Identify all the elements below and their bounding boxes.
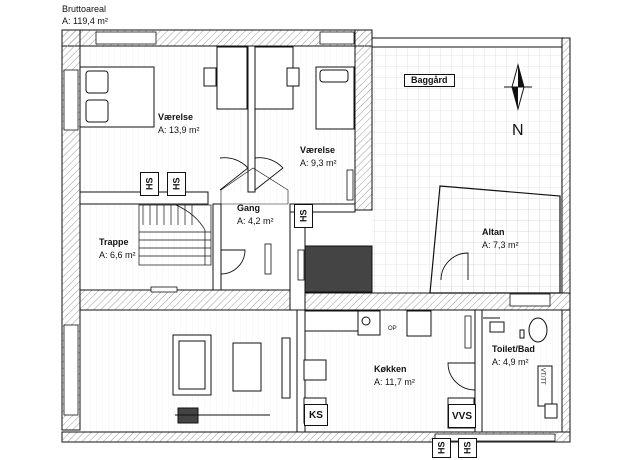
bed-small bbox=[315, 66, 355, 130]
room-altan-name: Altan bbox=[482, 227, 505, 237]
compass-rose bbox=[504, 63, 532, 111]
room-vaerelse-1-name: Værelse bbox=[158, 112, 194, 122]
gross-area-title: Bruttoareal bbox=[62, 4, 107, 14]
room-kokken-name: Køkken bbox=[374, 364, 407, 374]
chimney bbox=[304, 245, 373, 293]
wall-courtyard-top bbox=[371, 37, 563, 48]
room-trappe-area: A: 6,6 m² bbox=[99, 250, 136, 260]
wall-right-lower bbox=[561, 309, 571, 433]
room-vaerelse-2-area: A: 9,3 m² bbox=[300, 158, 337, 168]
fixture-hs-3: HS bbox=[294, 204, 313, 228]
compass-north-label: N bbox=[512, 122, 524, 139]
room-altan-area: A: 7,3 m² bbox=[482, 240, 519, 250]
room-kokken-area: A: 11,7 m² bbox=[374, 377, 415, 387]
fixture-vvs: VVS bbox=[448, 404, 476, 428]
gross-area-value: A: 119,4 m² bbox=[62, 16, 108, 26]
wall-bottom bbox=[61, 431, 571, 443]
room-trappe-name: Trappe bbox=[99, 237, 129, 247]
fixture-hs-5: HS bbox=[458, 438, 477, 458]
room-vaerelse-2-name: Værelse bbox=[300, 145, 336, 155]
fixture-vt: VT/TT bbox=[539, 368, 545, 385]
wall-courtyard-right bbox=[561, 37, 571, 294]
fixture-hs-2: HS bbox=[167, 172, 186, 196]
fixture-hs-1: HS bbox=[140, 172, 159, 196]
room-gang-name: Gang bbox=[237, 203, 261, 213]
staircase bbox=[138, 204, 212, 266]
courtyard-label: Baggård bbox=[404, 74, 455, 87]
fixture-op: OP bbox=[388, 326, 397, 332]
bed-large bbox=[79, 66, 155, 128]
wall-mid bbox=[79, 289, 291, 311]
wall-right-upper bbox=[354, 29, 373, 211]
room-vaerelse-1-area: A: 13,9 m² bbox=[158, 125, 200, 135]
fixture-hs-4: HS bbox=[432, 438, 451, 458]
room-toilet-area: A: 4,9 m² bbox=[492, 357, 529, 367]
room-toilet-name: Toilet/Bad bbox=[492, 344, 535, 354]
room-gang-area: A: 4,2 m² bbox=[237, 216, 274, 226]
fixture-ks: KS bbox=[304, 404, 328, 426]
